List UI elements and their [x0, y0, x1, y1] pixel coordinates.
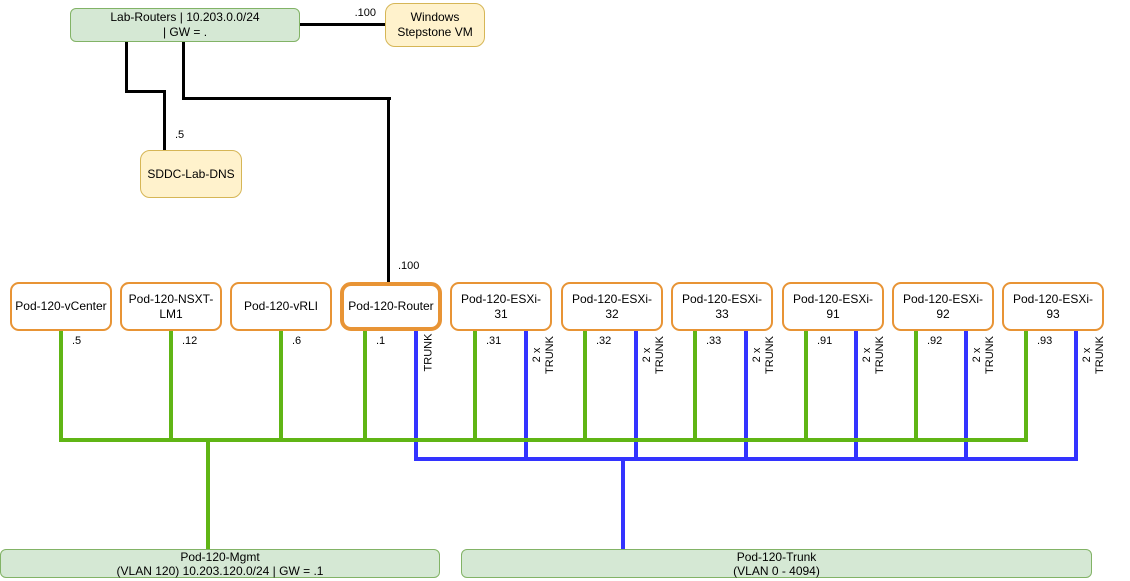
trunk-link-line [964, 331, 968, 461]
node-pod-120-nsxt-lm1[interactable]: Pod-120-NSXT-LM1 [120, 282, 222, 331]
node-pod-120-esxi-32[interactable]: Pod-120-ESXi-32 [561, 282, 663, 331]
node-label: Pod-120-vCenter [15, 299, 107, 313]
trunk-bus-line [414, 457, 1078, 461]
edge-label-ip: .100 [354, 7, 376, 19]
trunk-port-label: 2 x TRUNK [751, 323, 777, 387]
mgmt-bus-line [59, 438, 1028, 442]
trunk-port-label-text: TRUNK [654, 336, 666, 374]
node-label: | GW = . [162, 25, 208, 39]
mgmt-ip-label: .5 [72, 335, 82, 347]
node-pod-120-vrli[interactable]: Pod-120-vRLI [230, 282, 332, 331]
mgmt-link-line [169, 331, 173, 442]
trunk-link-line [744, 331, 748, 461]
edge-labrouters-router-segment [387, 97, 390, 282]
node-pod-120-esxi-33[interactable]: Pod-120-ESXi-33 [671, 282, 773, 331]
network-label: Pod-120-Mgmt [180, 549, 260, 564]
node-label: Pod-120-Router [348, 299, 434, 313]
trunk-port-label: 2 x TRUNK [641, 323, 667, 387]
mgmt-ip-label: .31 [486, 335, 502, 347]
trunk-port-label-text: 2 x [751, 347, 763, 363]
mgmt-link-line [473, 331, 477, 442]
mgmt-ip-label: .6 [292, 335, 302, 347]
trunk-link-line [524, 331, 528, 461]
trunk-link-line [414, 331, 418, 461]
trunk-port-label: 2 x TRUNK [531, 323, 557, 387]
network-label: (VLAN 120) 10.203.120.0/24 | GW = .1 [116, 563, 324, 578]
node-pod-120-esxi-93[interactable]: Pod-120-ESXi-93 [1002, 282, 1104, 331]
mgmt-bus-drop-line [206, 440, 210, 549]
edge-labrouters-dns-segment [125, 90, 166, 93]
node-label: Pod-120-ESXi-32 [571, 291, 653, 321]
trunk-port-label-text: TRUNK [544, 336, 556, 374]
network-label: (VLAN 0 - 4094) [733, 563, 820, 578]
mgmt-ip-label: .12 [182, 335, 198, 347]
node-label: Pod-120-vRLI [243, 299, 319, 313]
trunk-bus-drop-line [621, 459, 625, 549]
mgmt-ip-label: .33 [706, 335, 722, 347]
edge-labrouters-router-segment [182, 97, 391, 100]
trunk-port-label-text: 2 x [531, 347, 543, 363]
network-label: Pod-120-Trunk [736, 549, 817, 564]
trunk-port-label-text: 2 x [861, 347, 873, 363]
node-label: Stepstone VM [397, 25, 473, 39]
node-label: Pod-120-ESXi-93 [1012, 291, 1094, 321]
mgmt-link-line [693, 331, 697, 442]
edge-labrouters-dns-segment [163, 90, 166, 150]
node-pod-120-router[interactable]: Pod-120-Router [340, 282, 442, 331]
trunk-port-label-text: TRUNK [764, 336, 776, 374]
trunk-link-line [634, 331, 638, 461]
network-pod-120-trunk[interactable]: Pod-120-Trunk (VLAN 0 - 4094) [461, 549, 1092, 578]
trunk-port-label-text: 2 x [641, 347, 653, 363]
node-label: Pod-120-ESXi-91 [792, 291, 874, 321]
mgmt-link-line [1024, 331, 1028, 442]
trunk-link-line [854, 331, 858, 461]
mgmt-ip-label: .1 [376, 335, 386, 347]
node-pod-120-vcenter[interactable]: Pod-120-vCenter [10, 282, 112, 331]
trunk-port-label: 2 x TRUNK [971, 323, 997, 387]
trunk-port-label-text: 2 x [1081, 347, 1093, 363]
trunk-port-label: 2 x TRUNK [1081, 323, 1107, 387]
node-lab-routers[interactable]: Lab-Routers | 10.203.0.0/24 | GW = . [70, 8, 300, 42]
node-pod-120-esxi-92[interactable]: Pod-120-ESXi-92 [892, 282, 994, 331]
trunk-port-label-text: TRUNK [1094, 336, 1106, 374]
mgmt-ip-label: .32 [596, 335, 612, 347]
node-sddc-lab-dns[interactable]: SDDC-Lab-DNS [140, 150, 242, 198]
node-label: Pod-120-ESXi-31 [460, 291, 542, 321]
mgmt-link-line [363, 331, 367, 442]
trunk-port-label-text: TRUNK [984, 336, 996, 374]
mgmt-ip-label: .91 [817, 335, 833, 347]
node-label: SDDC-Lab-DNS [147, 166, 235, 181]
node-pod-120-esxi-91[interactable]: Pod-120-ESXi-91 [782, 282, 884, 331]
mgmt-link-line [583, 331, 587, 442]
edge-label-ip: .100 [398, 260, 420, 272]
node-label: Lab-Routers | 10.203.0.0/24 [110, 10, 260, 24]
mgmt-link-line [804, 331, 808, 442]
mgmt-link-line [59, 331, 63, 442]
trunk-port-label: 2 x TRUNK [861, 323, 887, 387]
trunk-port-label-text: 2 x [971, 347, 983, 363]
edge-labrouters-dns-segment [125, 42, 128, 93]
node-label: Pod-120-NSXT-LM1 [128, 291, 214, 321]
node-label: Windows [410, 10, 460, 24]
node-label: Pod-120-ESXi-92 [902, 291, 984, 321]
edge-label-ip: .5 [175, 129, 185, 141]
edge-labrouters-windowsvm [300, 23, 385, 26]
network-pod-120-mgmt[interactable]: Pod-120-Mgmt (VLAN 120) 10.203.120.0/24 … [0, 549, 440, 578]
node-label: Pod-120-ESXi-33 [681, 291, 763, 321]
trunk-port-label-text: TRUNK [874, 336, 886, 374]
mgmt-link-line [914, 331, 918, 442]
mgmt-link-line [279, 331, 283, 442]
node-pod-120-esxi-31[interactable]: Pod-120-ESXi-31 [450, 282, 552, 331]
node-windows-stepstone-vm[interactable]: Windows Stepstone VM [385, 3, 485, 47]
trunk-link-line [1074, 331, 1078, 461]
mgmt-ip-label: .93 [1037, 335, 1053, 347]
edge-labrouters-router-segment [182, 42, 185, 100]
mgmt-ip-label: .92 [927, 335, 943, 347]
